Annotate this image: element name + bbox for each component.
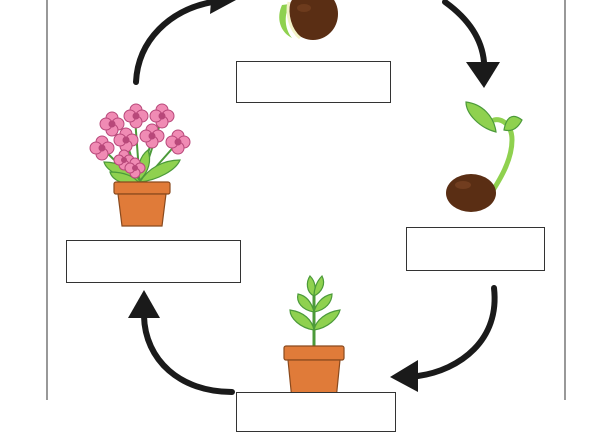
arrowhead-seed-to-sprout [466,62,500,88]
flower-9 [124,157,146,179]
flower-1 [99,111,125,137]
flower-5 [139,123,165,149]
arrow-seed-to-sprout [442,0,487,65]
arrow-sprout-to-seedling [415,285,498,379]
sprouting-seed-icon [446,101,523,212]
flower-4 [113,127,139,153]
flower-6 [165,129,191,155]
plant-life-cycle-diagram [46,0,566,400]
flower-3 [149,103,175,129]
label-box-sprout[interactable] [406,227,545,271]
seed-icon [279,0,338,40]
label-box-flowering-plant[interactable] [66,240,241,283]
arrowhead-seedling-to-flowering [128,290,160,318]
label-box-seed[interactable] [236,61,391,103]
flower-2 [123,103,149,129]
arrowhead-flowering-to-seed [210,0,236,14]
arrowhead-sprout-to-seedling [390,360,418,392]
cycle-arrows [128,0,500,395]
arrow-flowering-to-seed [133,0,215,85]
potted-flowering-plant-icon [89,103,191,227]
label-box-seedling[interactable] [236,392,396,432]
arrow-seedling-to-flowering [141,313,235,395]
potted-seedling-icon [283,274,345,400]
flower-7 [89,135,115,161]
